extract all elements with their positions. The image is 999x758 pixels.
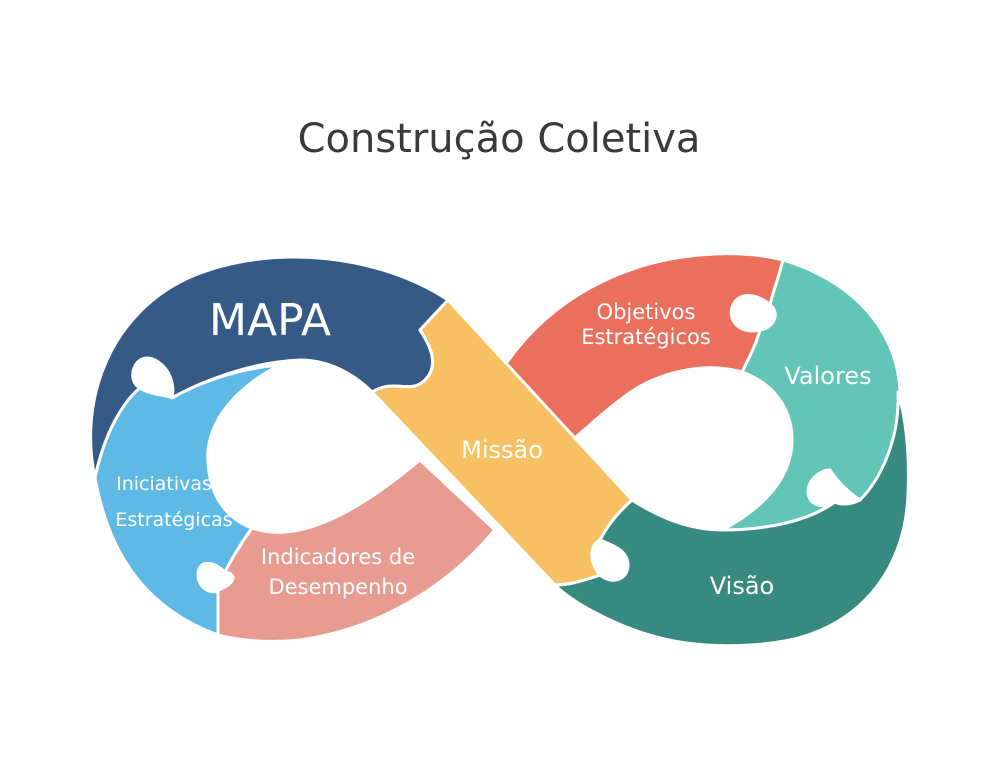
piece-missao <box>370 298 634 587</box>
piece-objetivos <box>503 252 785 442</box>
label-iniciativas-line2: Estratégicas <box>115 509 232 531</box>
piece-visao <box>553 390 910 648</box>
label-indicadores-line1: Indicadores de <box>261 545 415 569</box>
label-iniciativas-line1: Iniciativas <box>116 473 212 495</box>
label-missao: Missão <box>461 436 543 464</box>
label-objetivos-line1: Objetivos <box>597 300 696 324</box>
label-objetivos-line2: Estratégicos <box>581 325 711 349</box>
piece-indicadores <box>216 458 497 643</box>
label-valores: Valores <box>784 362 871 390</box>
label-indicadores-line2: Desempenho <box>268 575 407 599</box>
label-visao: Visão <box>710 572 774 600</box>
label-mapa: MAPA <box>209 295 331 346</box>
diagram-title: Construção Coletiva <box>298 116 701 162</box>
